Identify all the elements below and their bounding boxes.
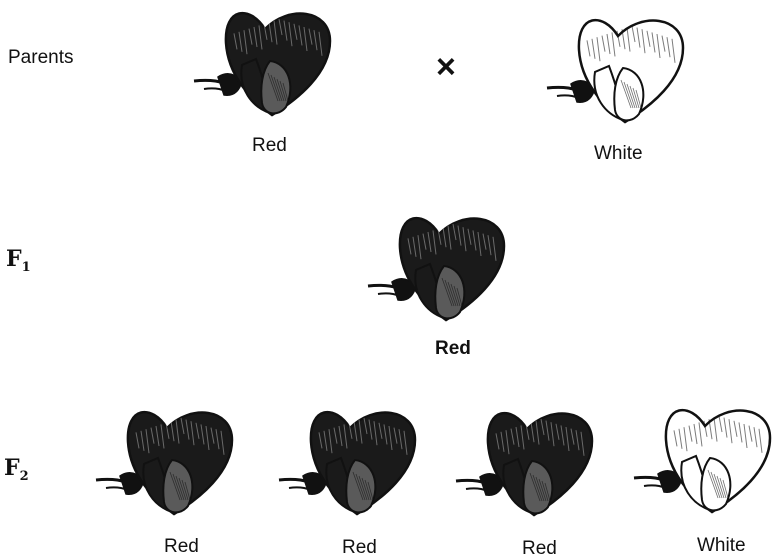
f2-flower-2 [275, 402, 425, 522]
parent-white-flower [543, 10, 693, 130]
f2-label-1: Red [164, 536, 199, 558]
f1-red-flower [364, 208, 514, 328]
cross-symbol: × [436, 48, 456, 87]
parent-white-label: White [594, 143, 643, 165]
f2-subscript: 2 [20, 469, 29, 484]
f2-label-4: White [697, 535, 746, 557]
f1-letter: F [6, 246, 22, 272]
f2-label-3: Red [522, 538, 557, 560]
f2-flower-1 [92, 402, 242, 522]
f1-red-label: Red [435, 338, 471, 360]
parent-red-label: Red [252, 135, 287, 157]
f2-label-2: Red [342, 537, 377, 559]
parent-red-flower [190, 3, 340, 123]
f2-row-label: F2 [4, 455, 29, 481]
f1-row-label: F1 [6, 246, 31, 272]
f2-flower-3 [452, 403, 602, 523]
f1-subscript: 1 [22, 260, 31, 275]
f2-flower-4 [630, 400, 774, 520]
f2-letter: F [4, 455, 20, 481]
parents-row-label: Parents [8, 47, 73, 69]
